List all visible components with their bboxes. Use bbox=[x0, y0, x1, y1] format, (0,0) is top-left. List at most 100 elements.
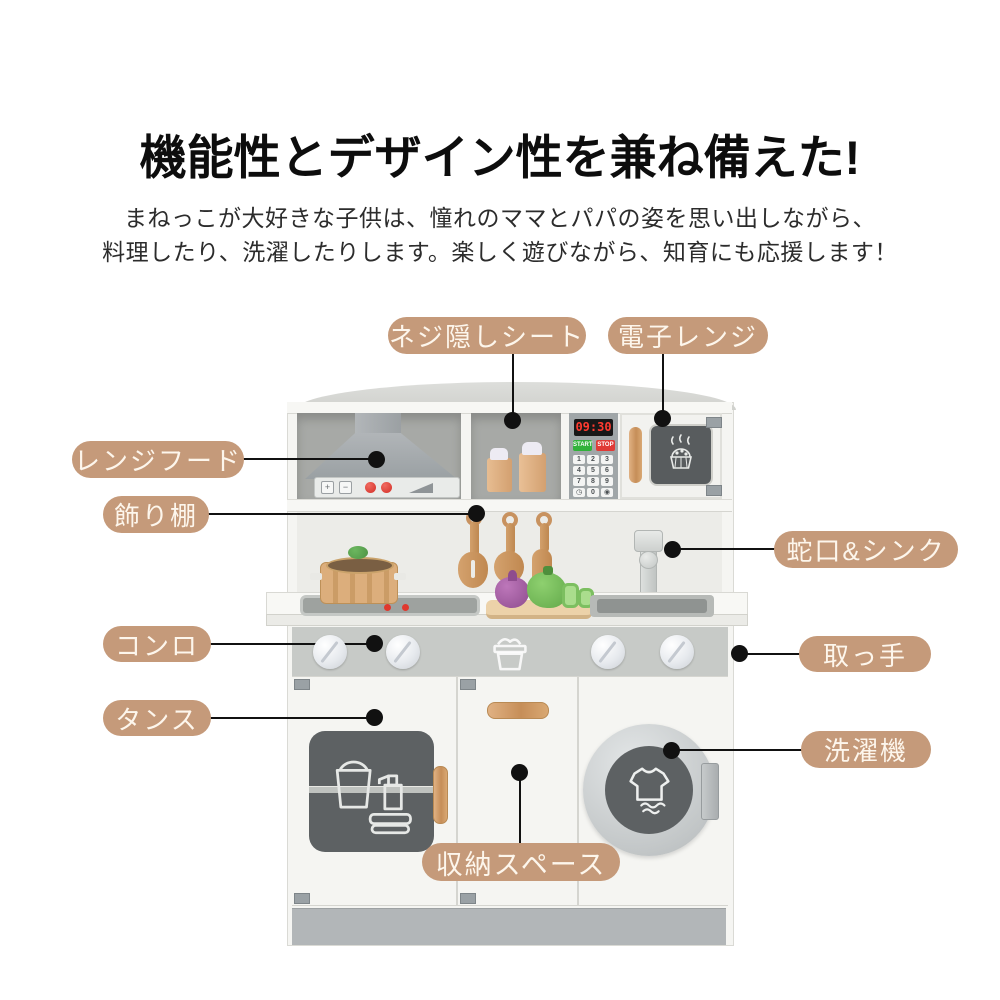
washer-door-glass bbox=[605, 746, 693, 834]
microwave-key: 0 bbox=[587, 488, 599, 497]
callout-dot bbox=[664, 541, 681, 558]
callout-line bbox=[678, 548, 778, 550]
microwave-key: 2 bbox=[587, 455, 599, 464]
range-hood-control-bar: + − bbox=[314, 477, 460, 498]
callout-washing-machine: 洗濯機 bbox=[801, 731, 931, 768]
callout-dot bbox=[368, 451, 385, 468]
faucet-knob bbox=[639, 551, 658, 569]
callout-dot bbox=[468, 505, 485, 522]
toy-onion-tip bbox=[508, 570, 517, 581]
stove-knob bbox=[313, 635, 347, 669]
washer-door-hinge bbox=[701, 763, 719, 820]
hood-knob-icon bbox=[381, 482, 392, 493]
washer-knob bbox=[591, 635, 625, 669]
callout-display-shelf: 飾り棚 bbox=[103, 496, 209, 533]
spice-shaker bbox=[487, 458, 512, 492]
microwave-key: 3 bbox=[601, 455, 613, 464]
callout-side-handle: 取っ手 bbox=[799, 636, 931, 672]
door-magnet bbox=[294, 679, 310, 690]
hood-knob-icon bbox=[365, 482, 376, 493]
callout-dot bbox=[504, 412, 521, 429]
toy-pot-rim bbox=[326, 557, 394, 574]
microwave-display: 09:30 bbox=[574, 419, 613, 436]
toy-pot-knob bbox=[348, 546, 368, 559]
spice-shaker-cap bbox=[490, 448, 508, 460]
callout-line bbox=[208, 643, 370, 645]
microwave-hinge bbox=[706, 485, 722, 496]
storage-door-handle bbox=[487, 702, 549, 719]
microwave-key: 4 bbox=[573, 466, 585, 475]
stove-knob bbox=[386, 635, 420, 669]
toy-pepper-stem bbox=[543, 566, 553, 575]
toy-onion bbox=[495, 577, 529, 608]
microwave-window bbox=[649, 424, 713, 486]
microwave-hinge bbox=[706, 417, 722, 428]
microwave-key: 9 bbox=[601, 477, 613, 486]
page-title: 機能性とデザイン性を兼ね備えた! bbox=[139, 131, 861, 185]
spoon-handle bbox=[506, 523, 515, 555]
sink-basin-inner bbox=[597, 599, 707, 613]
kick-plate bbox=[292, 908, 726, 945]
description-line-2: 料理したり、洗濯したりします。楽しく遊びながら、知育にも応援します！ bbox=[102, 239, 898, 265]
steam-cupcake-icon bbox=[669, 434, 693, 469]
callout-line bbox=[519, 778, 521, 846]
microwave-door-handle bbox=[629, 427, 642, 483]
microwave-key: 8 bbox=[587, 477, 599, 486]
callout-line bbox=[745, 653, 803, 655]
toy-pepper bbox=[527, 572, 567, 608]
description-line-1: まねっこが大好きな子供は、憧れのママとパパの姿を思い出しながら、 bbox=[124, 205, 876, 231]
microwave-key: 6 bbox=[601, 466, 613, 475]
door-magnet bbox=[294, 893, 310, 904]
dresser-window bbox=[309, 731, 434, 852]
hood-plus-button: + bbox=[321, 481, 334, 494]
microwave-start-button: START bbox=[573, 440, 593, 451]
callout-dot bbox=[511, 764, 528, 781]
callout-dot bbox=[366, 709, 383, 726]
microwave-key: 1 bbox=[573, 455, 585, 464]
callout-line bbox=[662, 352, 664, 418]
callout-range-hood: レンジフード bbox=[72, 441, 244, 478]
cleaning-items-icon bbox=[335, 760, 412, 835]
microwave-clock-key-icon: ◷ bbox=[573, 488, 585, 497]
spice-shaker bbox=[519, 453, 546, 492]
callout-dot bbox=[654, 410, 671, 427]
callout-line bbox=[208, 717, 370, 719]
microwave-keypad: 1 2 3 4 5 6 7 8 9 ◷ 0 ◉ bbox=[573, 455, 615, 497]
microwave-key: 5 bbox=[587, 466, 599, 475]
callout-microwave: 電子レンジ bbox=[608, 317, 768, 354]
callout-screw-cover-sheet: ネジ隠しシート bbox=[388, 317, 586, 354]
cabinet-top-line bbox=[292, 676, 728, 677]
callout-dot bbox=[663, 742, 680, 759]
laundry-basket-icon bbox=[486, 630, 534, 674]
cabinet-divider bbox=[577, 676, 579, 906]
dresser-door-handle bbox=[433, 766, 448, 824]
shelf-board bbox=[287, 499, 732, 512]
range-hood-chimney bbox=[355, 413, 401, 435]
washer-knob bbox=[660, 635, 694, 669]
callout-line bbox=[240, 458, 374, 460]
callout-dot bbox=[366, 635, 383, 652]
cabinet-bottom-line bbox=[292, 905, 728, 906]
callout-stove: コンロ bbox=[103, 626, 211, 662]
callout-storage-space: 収納スペース bbox=[422, 843, 620, 881]
toy-vegetable-slice bbox=[562, 583, 579, 608]
burner-dot bbox=[402, 604, 409, 611]
microwave-power-key-icon: ◉ bbox=[601, 488, 613, 497]
microwave-key: 7 bbox=[573, 477, 585, 486]
tshirt-icon bbox=[629, 767, 670, 815]
microwave-stop-button: STOP bbox=[596, 440, 615, 451]
spatula-slot bbox=[471, 560, 475, 578]
callout-dot bbox=[731, 645, 748, 662]
dresser-shelf-line bbox=[309, 786, 434, 793]
hood-minus-button: − bbox=[339, 481, 352, 494]
callout-line bbox=[512, 352, 514, 420]
hood-vent-wedge-icon bbox=[409, 482, 433, 493]
faucet-head bbox=[634, 530, 663, 552]
callout-line bbox=[678, 749, 804, 751]
burner-dot bbox=[384, 604, 391, 611]
callout-line bbox=[206, 513, 472, 515]
toy-pot-handle bbox=[310, 573, 322, 580]
spatula-handle bbox=[470, 521, 479, 557]
spice-shaker-cap bbox=[522, 442, 542, 455]
callout-faucet-sink: 蛇口&シンク bbox=[774, 531, 958, 568]
